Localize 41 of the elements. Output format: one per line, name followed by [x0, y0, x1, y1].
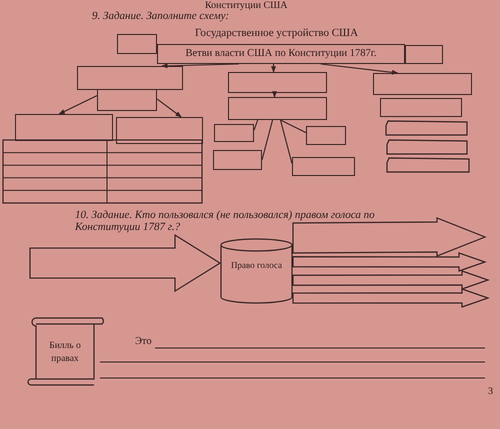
block-arrow	[292, 288, 490, 308]
cylinder-shape	[220, 238, 293, 304]
node-label: Ветви власти США по Конституции 1787г.	[184, 48, 378, 60]
arrow	[156, 98, 182, 118]
label: Это	[135, 336, 152, 347]
block-arrow	[292, 252, 487, 272]
blank-box	[228, 72, 327, 93]
blank-box	[306, 126, 346, 145]
blank-box	[380, 98, 462, 117]
blank-box	[77, 66, 183, 90]
block-arrow	[292, 270, 490, 290]
connector-line	[280, 120, 293, 164]
blank-box	[15, 114, 113, 141]
connector-line	[261, 120, 274, 160]
blank-box	[386, 157, 470, 173]
arrow	[272, 91, 277, 98]
blank-box	[386, 139, 468, 155]
heading: Государственное устройство США	[195, 27, 358, 39]
blank-box	[97, 89, 157, 111]
blank-box	[292, 157, 355, 176]
blank-box	[214, 124, 254, 142]
blank-box	[405, 45, 443, 64]
arrow	[160, 63, 239, 68]
arrow	[320, 63, 399, 75]
blank-box	[385, 120, 468, 136]
block-arrow	[29, 234, 222, 292]
blank-box	[228, 97, 327, 120]
block-arrow	[292, 217, 487, 257]
blank-box	[373, 73, 472, 95]
label: Конституции США	[205, 0, 288, 11]
task-heading: 9. Задание. Заполните схему:	[92, 10, 230, 22]
blank-box	[213, 150, 262, 170]
title-box	[157, 44, 405, 64]
connector-line	[280, 120, 306, 134]
node-label: Билль о правах	[48, 340, 82, 366]
page-number: 3	[488, 386, 493, 397]
connector-line	[253, 120, 258, 130]
node-label: Право голоса	[230, 260, 284, 270]
blank-box	[117, 34, 157, 54]
arrow	[271, 64, 276, 73]
blank-box	[116, 117, 203, 144]
